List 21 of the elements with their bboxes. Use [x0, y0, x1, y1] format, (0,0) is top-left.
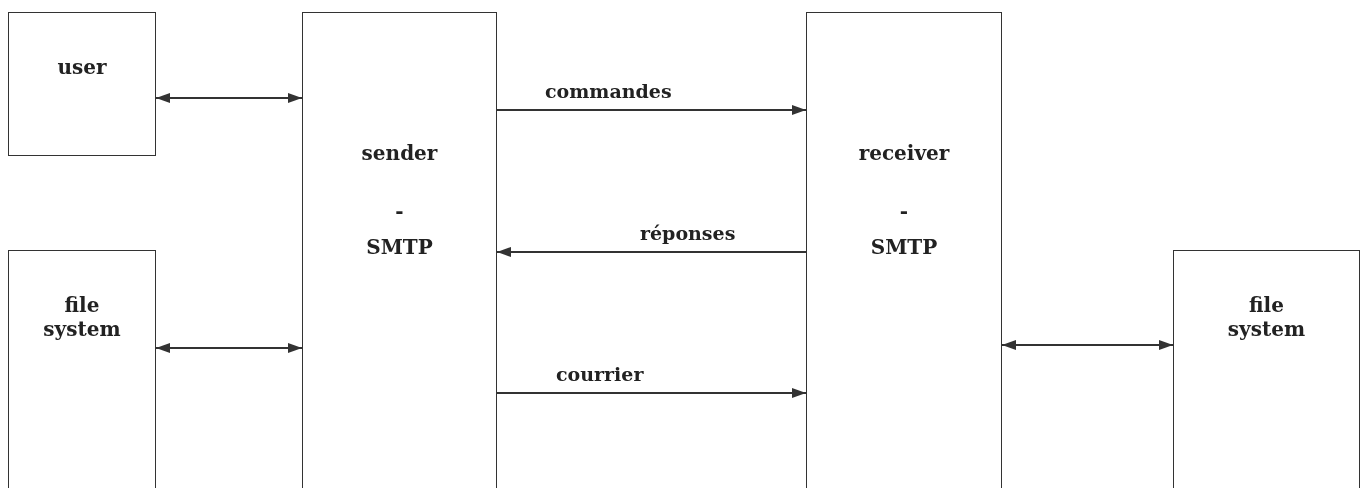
box-label: -: [395, 199, 404, 223]
arrow: [496, 388, 807, 398]
box-label: receiver: [858, 141, 950, 165]
arrow: [155, 343, 303, 353]
arrow: [155, 93, 303, 103]
process-box: [8, 12, 156, 156]
box-label: user: [57, 55, 107, 79]
box-label: file system: [43, 293, 121, 341]
box-label: SMTP: [870, 235, 938, 259]
process-box: [806, 12, 1002, 488]
box-label: SMTP: [366, 235, 433, 259]
arrow: [1001, 340, 1174, 350]
process-box: [1173, 250, 1360, 488]
box-label: sender: [361, 141, 438, 165]
process-box: [8, 250, 156, 488]
arrow: [496, 247, 807, 257]
process-box: [302, 12, 497, 488]
arrow: [496, 105, 807, 115]
box-label: -: [899, 199, 909, 223]
box-label: file system: [1227, 293, 1306, 341]
edge-label: réponses: [640, 222, 736, 244]
